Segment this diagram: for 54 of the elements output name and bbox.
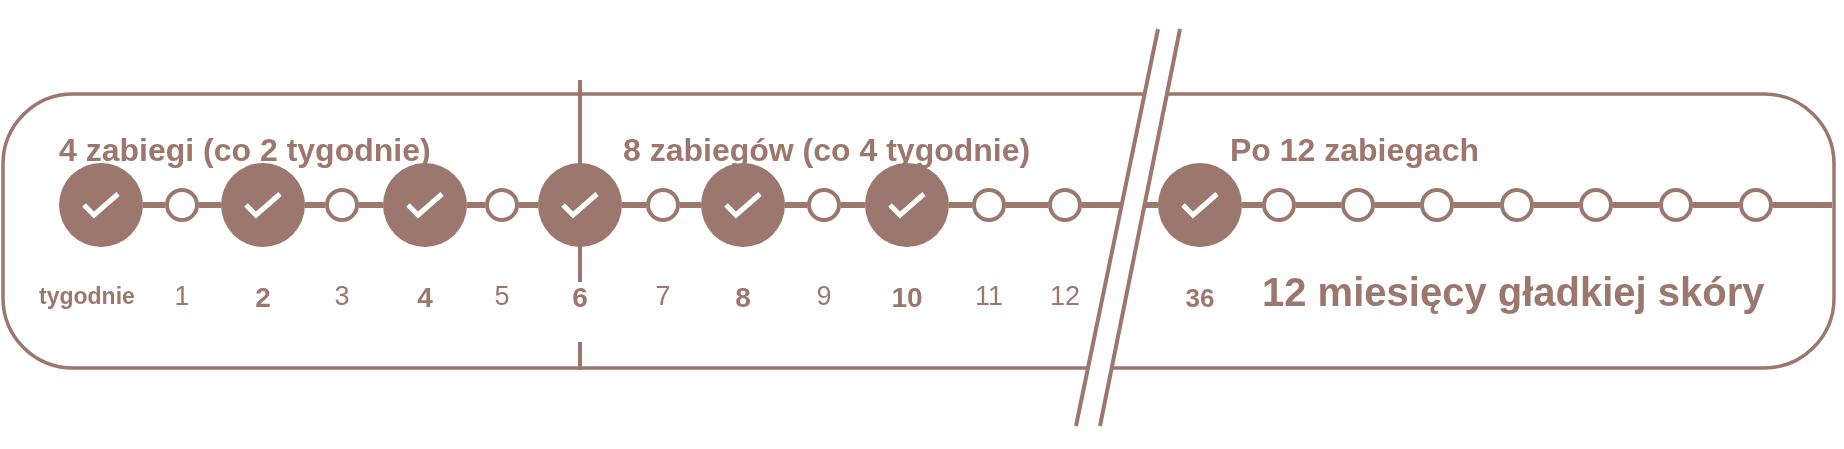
timeline-line <box>199 202 221 208</box>
timeline-line <box>1006 202 1048 208</box>
week-number: 36 <box>1185 285 1215 311</box>
week-number: 7 <box>655 282 671 310</box>
axis-title: tygodnie <box>39 284 135 308</box>
week-number: 4 <box>417 284 433 312</box>
timeline-line <box>1082 202 1121 208</box>
empty-circle <box>1048 188 1082 222</box>
timeline-line <box>1144 202 1158 208</box>
timeline-line <box>1613 202 1659 208</box>
empty-circle <box>972 188 1006 222</box>
timeline-line <box>467 202 485 208</box>
timeline-line <box>949 202 972 208</box>
result-text: 12 miesięcy gładkiej skóry <box>1262 272 1765 312</box>
empty-circle <box>1500 188 1534 222</box>
week-number: 12 <box>1050 282 1080 310</box>
empty-circle <box>1341 188 1375 222</box>
timeline-line <box>1375 202 1420 208</box>
week-number: 10 <box>891 284 923 312</box>
timeline-line <box>519 202 538 208</box>
empty-circle <box>325 188 359 222</box>
timeline-line <box>1296 202 1341 208</box>
empty-circle <box>1739 188 1773 222</box>
timeline-line <box>305 202 325 208</box>
week-number: 9 <box>816 282 832 310</box>
week-number: 5 <box>494 282 510 310</box>
section-heading: 4 zabiegi (co 2 tygodnie) <box>59 134 431 166</box>
empty-circle <box>1262 188 1296 222</box>
timeline-line <box>1693 202 1739 208</box>
timeline-line <box>1454 202 1500 208</box>
timeline-line <box>1773 202 1832 208</box>
empty-circle <box>1659 188 1693 222</box>
week-number: 6 <box>572 284 588 312</box>
empty-circle <box>165 188 199 222</box>
timeline-line <box>622 202 646 208</box>
week-number: 8 <box>735 284 751 312</box>
section-heading: Po 12 zabiegach <box>1230 134 1479 166</box>
timeline-line <box>359 202 383 208</box>
empty-circle <box>646 188 680 222</box>
empty-circle <box>485 188 519 222</box>
timeline-line <box>680 202 701 208</box>
week-number: 11 <box>975 282 1003 310</box>
week-number: 1 <box>174 282 190 310</box>
timeline-line <box>1534 202 1579 208</box>
week-number: 3 <box>334 282 350 310</box>
week-number: 2 <box>255 284 271 312</box>
empty-circle <box>1420 188 1454 222</box>
timeline-line <box>841 202 865 208</box>
timeline-line <box>785 202 807 208</box>
section-heading: 8 zabiegów (co 4 tygodnie) <box>623 134 1031 166</box>
timeline-line <box>143 202 165 208</box>
empty-circle <box>807 188 841 222</box>
timeline-line <box>1242 202 1262 208</box>
empty-circle <box>1579 188 1613 222</box>
